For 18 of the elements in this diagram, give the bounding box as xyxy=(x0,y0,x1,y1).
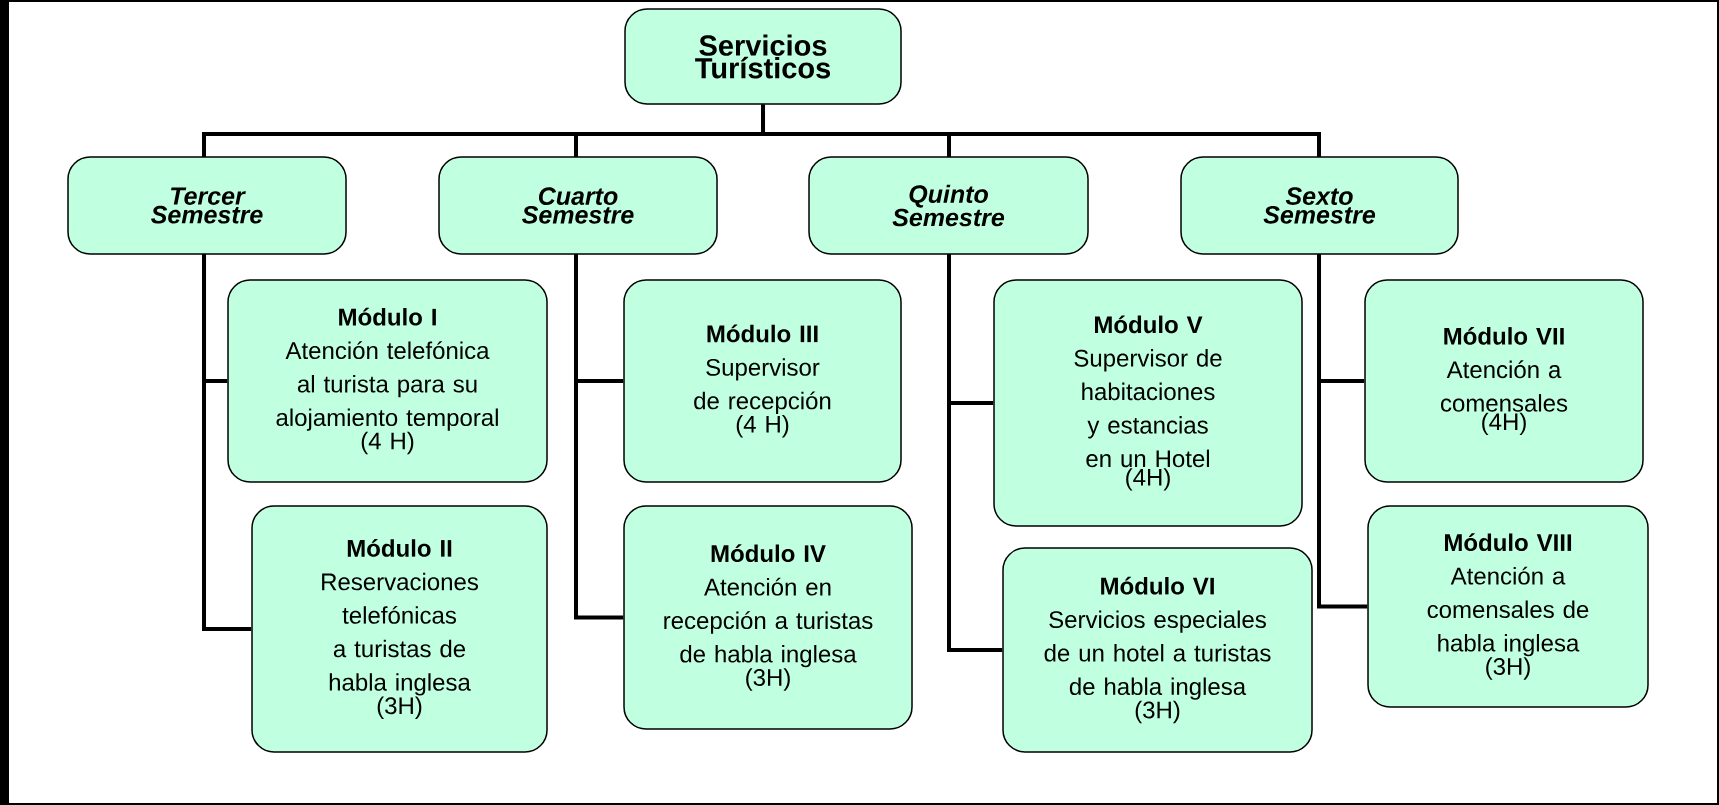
connector-line xyxy=(574,254,624,620)
connector-line xyxy=(1317,254,1368,609)
module-box: Módulo VII Atención a comensales (4H) xyxy=(1364,279,1644,483)
semester-box: Quinto Semestre xyxy=(808,156,1089,255)
module-box: Módulo II Reservaciones telefónicas a turistas de habla inglesa (3H) xyxy=(251,505,548,753)
title-box: Servicios Turísticos xyxy=(624,8,902,105)
connector-line xyxy=(761,104,1321,157)
connector-line xyxy=(202,254,252,631)
module-box: Módulo I Atención telefónica al turista para su alojamiento temporal (4 H) xyxy=(227,279,548,483)
module-box: Módulo IV Atención en recepción a turistas de habla inglesa (3H) xyxy=(623,505,913,730)
module-box: Módulo V Supervisor de habitaciones y estancias en un Hotel (4H) xyxy=(993,279,1303,527)
semester-box: Cuarto Semestre xyxy=(438,156,718,255)
connector-line xyxy=(947,254,1003,652)
module-box: Módulo III Supervisor de recepción (4 H) xyxy=(623,279,902,483)
semester-box: Sexto Semestre xyxy=(1180,156,1459,255)
module-box: Módulo VIII Atención a comensales de habla inglesa (3H) xyxy=(1367,505,1649,708)
semester-box: Tercer Semestre xyxy=(67,156,347,255)
module-box: Módulo VI Servicios especiales de un hotel a turistas de habla inglesa (3H) xyxy=(1002,547,1313,753)
